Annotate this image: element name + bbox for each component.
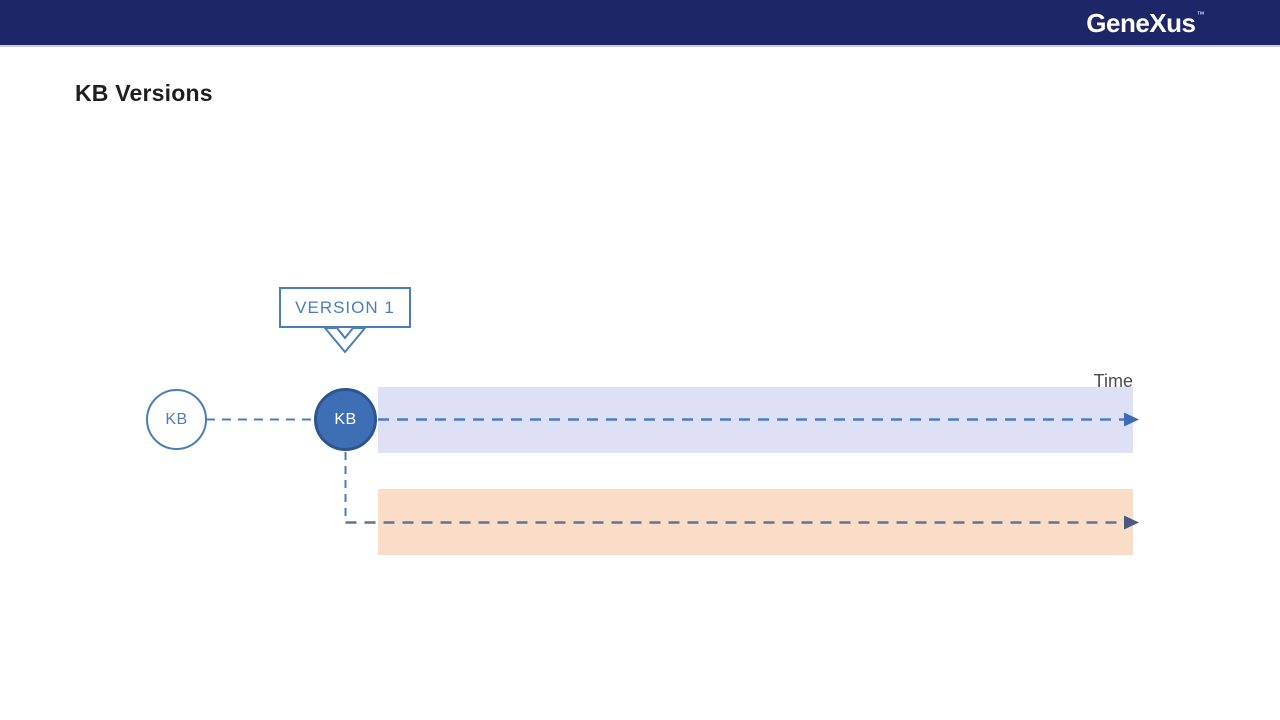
genexus-logo-text: GeneXus [1086, 8, 1196, 38]
version-1-label: VERSION 1 [295, 297, 395, 317]
timeline-band-version1 [378, 387, 1133, 453]
timeline-band-branch [378, 489, 1133, 555]
version-callout-arrow-icon [324, 327, 366, 353]
genexus-logo: GeneXus™ [1086, 10, 1204, 36]
kb-node-filled: KB [314, 388, 377, 451]
page-title: KB Versions [75, 80, 213, 106]
kb-node-outline-label: KB [165, 410, 188, 428]
trademark-symbol: ™ [1196, 10, 1205, 19]
header-bar: GeneXus™ [0, 0, 1280, 47]
kb-node-filled-label: KB [334, 410, 357, 428]
version-1-label-box: VERSION 1 [279, 287, 411, 328]
time-axis-label: Time [1093, 371, 1133, 391]
kb-node-outline: KB [146, 389, 207, 450]
